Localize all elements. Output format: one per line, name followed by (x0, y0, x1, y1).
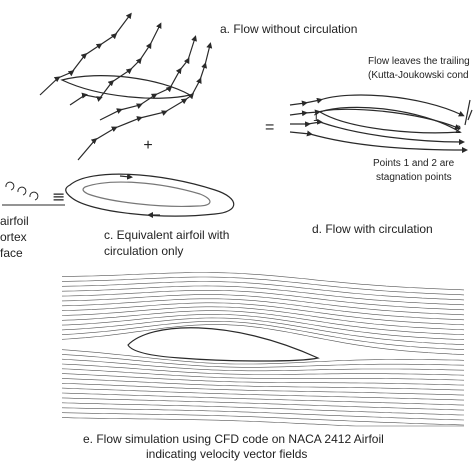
cfd-streamline (61, 354, 465, 368)
cfd-streamline (62, 272, 465, 291)
cfd-streamline (61, 383, 465, 396)
streamline-a4 (77, 42, 213, 161)
label-trailing-line2: (Kutta-Joukowski cond (368, 70, 469, 81)
label-b-part3: face (0, 246, 23, 260)
streamline-d4 (289, 130, 468, 153)
panel-d-flow-with-circulation (289, 94, 473, 153)
cfd-streamline (61, 368, 465, 381)
stagnation-point-1: 1 (313, 112, 319, 124)
label-e-line1: e. Flow simulation using CFD code on NAC… (83, 432, 384, 446)
cfd-streamline (61, 306, 465, 331)
cfd-streamline (61, 407, 465, 421)
vortex-loop-3 (29, 191, 39, 201)
cfd-streamline (61, 402, 465, 416)
label-e-line2: indicating velocity vector fields (146, 447, 308, 461)
label-stagnation-line2: stagnation points (376, 172, 452, 183)
cfd-streamline (61, 373, 465, 386)
cfd-streamline (61, 285, 465, 306)
label-a: a. Flow without circulation (220, 22, 358, 36)
cfd-streamline (61, 417, 464, 427)
cfd-streamline (61, 317, 465, 345)
panel-c-circulation-only (65, 173, 235, 218)
cfd-streamline (61, 302, 465, 326)
cfd-streamline (61, 363, 465, 376)
cfd-streamline (61, 290, 465, 311)
airfoil-naca-2412 (127, 327, 320, 362)
circulation-arrow-top (119, 173, 133, 180)
cfd-streamline (61, 281, 465, 301)
cfd-streamline (61, 378, 465, 391)
equivalence-symbol: ≡ (52, 187, 65, 206)
circulation-loop-outer (65, 173, 235, 217)
cfd-streamline (61, 358, 465, 372)
cfd-streamline (61, 397, 465, 411)
panel-a-flow-without-circulation (39, 12, 213, 161)
label-c-line1: c. Equivalent airfoil with (104, 228, 230, 242)
label-c-line2: circulation only (104, 244, 184, 258)
plus-sign: + (143, 137, 152, 154)
label-trailing-line1: Flow leaves the trailing (368, 56, 470, 67)
cfd-streamline (61, 349, 465, 365)
panel-b-vortex-surface (2, 181, 65, 206)
stagnation-point-2: 2 (455, 124, 461, 136)
vortex-loop-2 (17, 186, 27, 196)
label-b-part1: airfoil (0, 214, 29, 228)
trailing-edge-flow (464, 99, 473, 126)
cfd-streamline (61, 412, 465, 426)
cfd-streamline (61, 324, 465, 355)
vortex-loop-1 (5, 181, 15, 191)
cfd-streamline (61, 387, 465, 401)
label-d: d. Flow with circulation (312, 222, 433, 236)
label-stagnation-line1: Points 1 and 2 are (373, 158, 455, 169)
cfd-streamline (61, 392, 465, 406)
cfd-streamline (61, 321, 465, 350)
streamline-d1 (289, 94, 465, 117)
equals-sign: = (265, 119, 274, 136)
cfd-streamline (61, 298, 465, 321)
circulation-loop-inner (82, 181, 211, 207)
cfd-streamline (61, 310, 465, 335)
cfd-streamline (61, 314, 465, 340)
panel-e-cfd-streamlines (61, 272, 465, 427)
airfoil-d (318, 106, 462, 134)
label-b-part2: ortex (0, 230, 27, 244)
cfd-streamline (62, 276, 465, 296)
cfd-streamline (61, 294, 465, 316)
